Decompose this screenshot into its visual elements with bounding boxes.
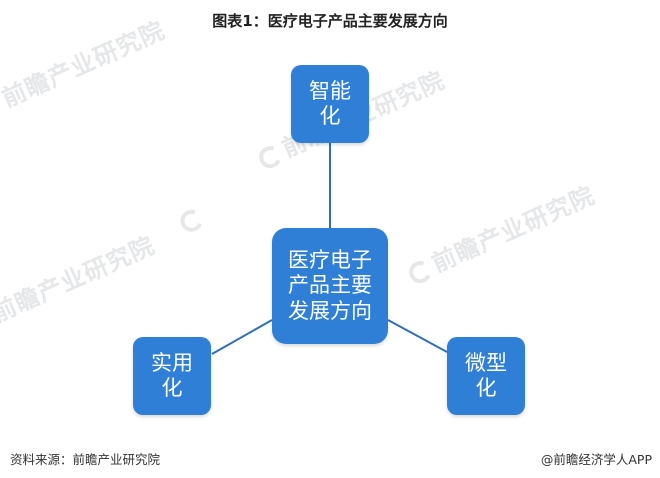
node-left: 实用化: [133, 337, 211, 415]
node-top-label: 智能化: [309, 78, 351, 128]
brand-credit: @前瞻经济学人APP: [540, 452, 652, 467]
node-center-label: 医疗电子产品主要发展方向: [288, 248, 372, 323]
node-left-label: 实用化: [151, 350, 193, 400]
source-note: 资料来源：前瞻产业研究院: [10, 452, 161, 467]
node-right: 微型化: [447, 337, 525, 415]
node-top: 智能化: [291, 65, 369, 143]
connector-right: [387, 319, 448, 353]
node-center: 医疗电子产品主要发展方向: [272, 228, 388, 344]
connector-left: [211, 319, 273, 355]
chart-title: 图表1：医疗电子产品主要发展方向: [212, 12, 448, 30]
node-right-label: 微型化: [465, 350, 507, 400]
